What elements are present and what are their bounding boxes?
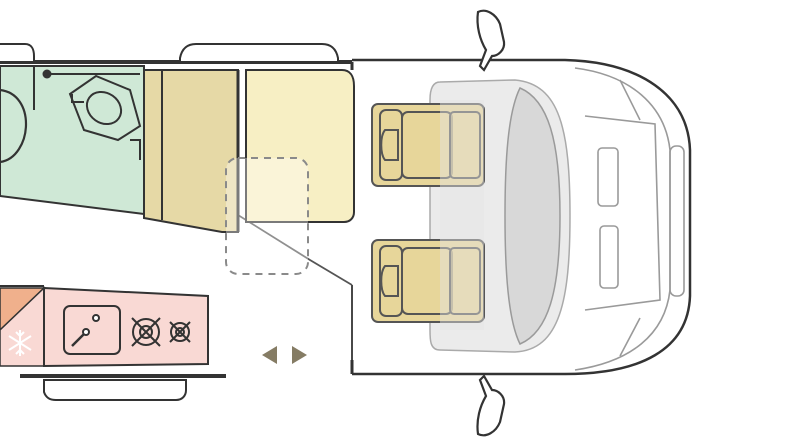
cab-outline	[352, 58, 692, 376]
sink-icon	[68, 74, 142, 160]
awning-rails	[0, 43, 339, 401]
steering-column	[504, 87, 561, 345]
dinette-bench	[225, 69, 355, 275]
cab-seat-passenger	[371, 239, 485, 323]
direction-arrows	[262, 346, 307, 364]
stove-burner-icon	[131, 317, 191, 347]
faucet-icon	[71, 333, 85, 347]
snowflake-icon	[8, 330, 32, 356]
vehicle-cab	[352, 58, 692, 376]
bathroom	[0, 65, 145, 216]
cab-vent-3	[669, 145, 685, 297]
kitchen	[0, 285, 209, 368]
side-mirror-icon	[476, 9, 506, 437]
arrow-right-icon	[292, 346, 307, 364]
toilet-icon	[0, 88, 28, 164]
cab-seat-driver	[371, 103, 485, 187]
cab-seat-guide	[619, 79, 641, 357]
cab-vent-2	[599, 225, 619, 289]
cab-vent-1	[597, 147, 619, 207]
cab-window-upper	[574, 67, 671, 371]
dashboard-overlay	[440, 100, 484, 330]
cab-pillar-upper	[584, 115, 661, 311]
dinette-table-outline	[225, 157, 309, 275]
arrow-left-icon	[262, 346, 277, 364]
aisle-line	[237, 214, 353, 286]
kitchen-sink	[63, 305, 121, 355]
